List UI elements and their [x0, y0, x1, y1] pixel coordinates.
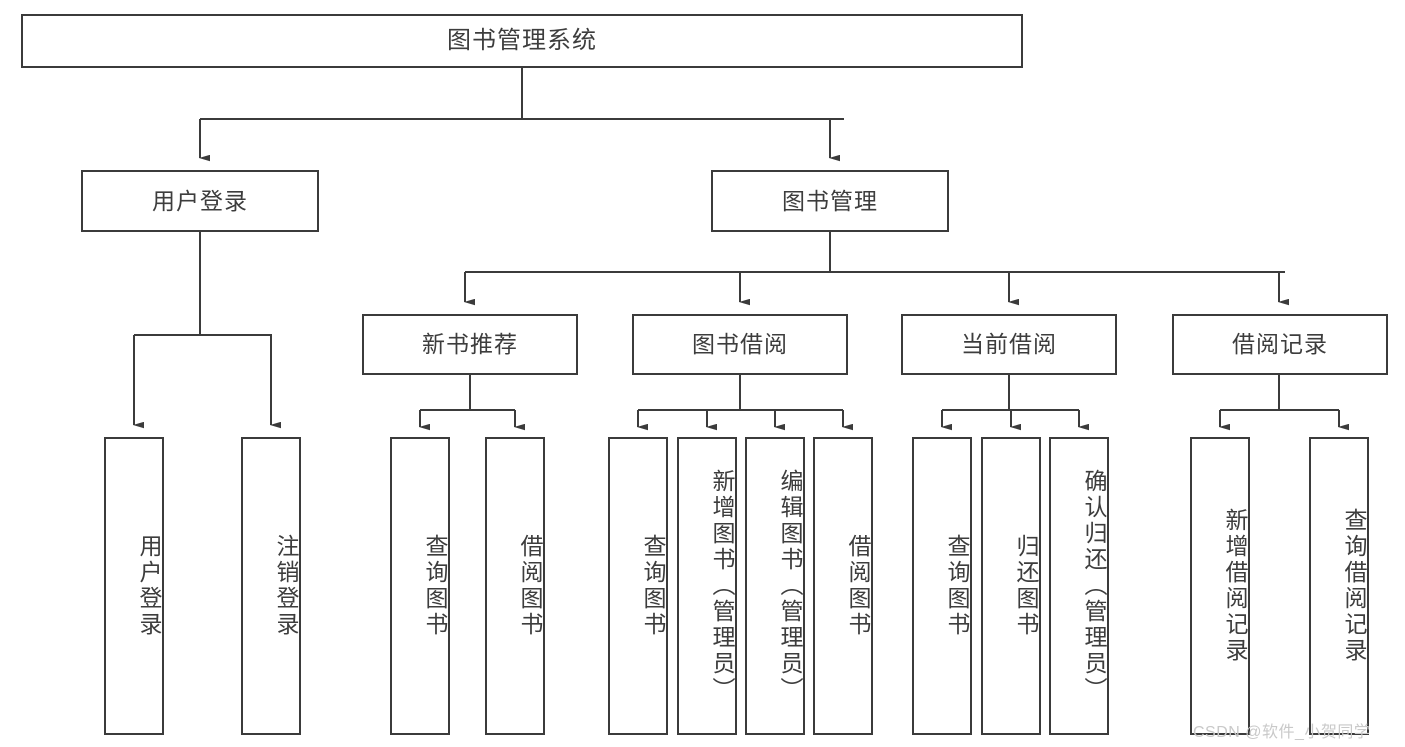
leaf-query-book-recommend[interactable]: 查询图书: [390, 437, 450, 735]
node-current-borrow[interactable]: 当前借阅: [901, 314, 1117, 375]
node-book-borrow[interactable]: 图书借阅: [632, 314, 848, 375]
node-label: 查询借阅记录: [1341, 508, 1367, 664]
node-label: 图书借阅: [692, 331, 788, 358]
node-label: 编辑图书（管理员）: [777, 469, 803, 703]
node-label: 借阅图书: [845, 534, 871, 638]
leaf-borrow-book[interactable]: 借阅图书: [813, 437, 873, 735]
leaf-user-login[interactable]: 用户登录: [104, 437, 164, 735]
node-label: 查询图书: [422, 534, 448, 638]
node-label: 用户登录: [152, 187, 248, 214]
node-label: 图书管理: [782, 187, 878, 214]
node-label: 图书管理系统: [447, 27, 597, 55]
leaf-borrow-book-recommend[interactable]: 借阅图书: [485, 437, 545, 735]
node-root-system[interactable]: 图书管理系统: [21, 14, 1023, 68]
leaf-user-logout[interactable]: 注销登录: [241, 437, 301, 735]
node-label: 新增借阅记录: [1222, 508, 1248, 664]
node-label: 归还图书: [1013, 534, 1039, 638]
leaf-add-book-admin[interactable]: 新增图书（管理员）: [677, 437, 737, 735]
node-new-book-recommend[interactable]: 新书推荐: [362, 314, 578, 375]
leaf-query-book-current[interactable]: 查询图书: [912, 437, 972, 735]
leaf-confirm-return-admin[interactable]: 确认归还（管理员）: [1049, 437, 1109, 735]
leaf-query-borrow-record[interactable]: 查询借阅记录: [1309, 437, 1369, 735]
node-label: 当前借阅: [961, 331, 1057, 358]
node-label: 借阅记录: [1232, 331, 1328, 358]
node-label: 确认归还（管理员）: [1081, 469, 1107, 703]
csdn-watermark: CSDN @软件_小贺同学: [1193, 724, 1371, 741]
node-label: 用户登录: [136, 534, 162, 638]
node-user-login[interactable]: 用户登录: [81, 170, 319, 232]
node-label: 查询图书: [944, 534, 970, 638]
node-borrow-record[interactable]: 借阅记录: [1172, 314, 1388, 375]
node-label: 新书推荐: [422, 331, 518, 358]
node-book-management[interactable]: 图书管理: [711, 170, 949, 232]
node-label: 查询图书: [640, 534, 666, 638]
node-label: 借阅图书: [517, 534, 543, 638]
leaf-add-borrow-record[interactable]: 新增借阅记录: [1190, 437, 1250, 735]
leaf-return-book[interactable]: 归还图书: [981, 437, 1041, 735]
node-label: 注销登录: [273, 534, 299, 638]
node-label: 新增图书（管理员）: [709, 469, 735, 703]
leaf-edit-book-admin[interactable]: 编辑图书（管理员）: [745, 437, 805, 735]
leaf-query-book-borrow[interactable]: 查询图书: [608, 437, 668, 735]
